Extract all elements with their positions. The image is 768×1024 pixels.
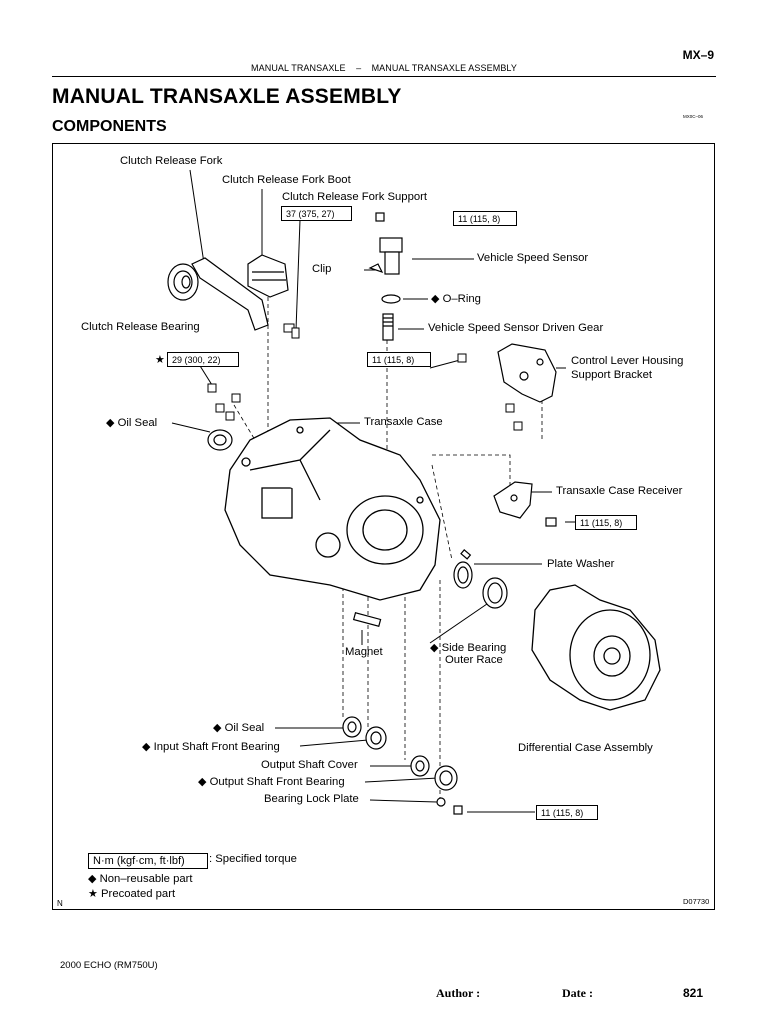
label-o-ring-text: O–Ring [442, 293, 481, 305]
non-reusable-mark: ◆ [106, 417, 115, 429]
non-reusable-mark: ◆ [430, 642, 439, 654]
legend-specified-torque: : Specified torque [209, 853, 297, 865]
leader-release-fork [189, 169, 206, 271]
header-rule [52, 76, 716, 77]
non-reusable-mark: ◆ [88, 873, 97, 885]
header-subsection: MANUAL TRANSAXLE ASSEMBLY [371, 63, 517, 73]
side-bearing-outer-race [482, 577, 508, 609]
clutch-release-fork-support [283, 323, 300, 339]
input-shaft-bearings [342, 716, 387, 750]
label-magnet: Magnet [345, 646, 383, 658]
label-oil-seal-top-text: Oil Seal [117, 417, 158, 429]
label-output-shaft-cover: Output Shaft Cover [261, 759, 358, 771]
plate-washer [453, 549, 473, 589]
torque-control-lever: 11 (115, 8) [367, 352, 431, 367]
legend-precoated-text: Precoated part [101, 888, 176, 900]
frame-corner-mark: N [57, 899, 63, 908]
label-outer-race: Outer Race [445, 654, 503, 666]
bracket-bolts [457, 353, 523, 431]
precoated-mark: ★ [155, 354, 165, 366]
figure-id: D07730 [683, 897, 710, 906]
o-ring [381, 294, 401, 304]
dash-plate-washer [431, 464, 453, 561]
label-transaxle-case-receiver: Transaxle Case Receiver [556, 485, 683, 497]
legend-non-reusable-text: Non–reusable part [99, 873, 193, 885]
label-control-lever-housing: Control Lever Housing [571, 355, 684, 367]
label-clip: Clip [312, 263, 332, 275]
precoated-bolts [207, 383, 241, 421]
torque-lock-plate: 11 (115, 8) [536, 805, 598, 820]
oil-seal-top [207, 429, 233, 451]
header-section: MANUAL TRANSAXLE [251, 63, 346, 73]
leader-fork-support [295, 219, 301, 331]
torque-fork-support: 37 (375, 27) [281, 206, 352, 221]
label-bearing-lock-plate: Bearing Lock Plate [264, 793, 359, 805]
differential-case-assembly [531, 584, 661, 711]
torque-speed-sensor: 11 (115, 8) [453, 211, 517, 226]
page-code: MX–9 [682, 48, 714, 62]
footer-date: Date : [562, 986, 593, 1000]
label-input-bearing-text: Input Shaft Front Bearing [153, 741, 280, 753]
clutch-release-fork [191, 257, 269, 331]
leader-lock-plate [369, 799, 438, 803]
clutch-release-bearing [167, 263, 199, 301]
transaxle-case-receiver [493, 481, 557, 527]
label-transaxle-case: Transaxle Case [364, 416, 443, 428]
label-oil-seal-bottom-text: Oil Seal [224, 722, 265, 734]
label-input-shaft-front-bearing: ◆ Input Shaft Front Bearing [142, 740, 280, 753]
leader-output-bearing [364, 777, 439, 783]
label-clutch-release-fork-boot: Clutch Release Fork Boot [222, 174, 351, 186]
label-plate-washer: Plate Washer [547, 558, 615, 570]
label-oil-seal-top: ◆ Oil Seal [106, 416, 157, 429]
label-side-bearing-text: Side Bearing [441, 642, 507, 654]
control-lever-housing-bracket [497, 343, 557, 403]
label-driven-gear: Vehicle Speed Sensor Driven Gear [428, 322, 604, 334]
non-reusable-mark: ◆ [213, 722, 222, 734]
leader-input-bearing [299, 739, 369, 747]
output-shaft-parts [410, 755, 463, 815]
reference-code: MX0C–06 [683, 114, 704, 119]
figure-frame [52, 143, 715, 910]
label-clutch-release-fork-support: Clutch Release Fork Support [282, 191, 428, 203]
page-number: 821 [683, 986, 704, 1000]
non-reusable-mark: ◆ [142, 741, 151, 753]
magnet [352, 612, 382, 627]
non-reusable-mark: ◆ [431, 293, 440, 305]
vehicle-speed-sensor [368, 212, 403, 275]
precoated-mark: ★ [88, 888, 98, 900]
legend-non-reusable: ◆ Non–reusable part [88, 872, 193, 885]
leader-oil-seal-top [171, 422, 211, 433]
transaxle-case [224, 417, 441, 601]
footer-author: Author : [436, 986, 481, 1000]
vehicle-speed-sensor-driven-gear [382, 313, 394, 341]
footer-model: 2000 ECHO (RM750U) [60, 960, 158, 971]
torque-case-receiver: 11 (115, 8) [575, 515, 637, 530]
label-oil-seal-bottom: ◆ Oil Seal [213, 721, 264, 734]
label-clutch-release-fork: Clutch Release Fork [120, 155, 223, 167]
label-support-bracket: Support Bracket [571, 369, 653, 381]
torque-precoated-bolt: 29 (300, 22) [167, 352, 239, 367]
label-clutch-release-bearing: Clutch Release Bearing [81, 321, 200, 333]
header-dash: – [356, 63, 362, 73]
section-subtitle: COMPONENTS [52, 118, 167, 135]
legend-unit-box: N·m (kgf·cm, ft·lbf) [88, 853, 208, 869]
leader-torque-control [429, 359, 461, 369]
label-output-bearing-text: Output Shaft Front Bearing [209, 776, 345, 788]
label-output-shaft-front-bearing: ◆ Output Shaft Front Bearing [198, 775, 345, 788]
page-title: MANUAL TRANSAXLE ASSEMBLY [52, 85, 402, 108]
running-header: MANUAL TRANSAXLE – MANUAL TRANSAXLE ASSE… [0, 63, 768, 73]
label-differential-case-assembly: Differential Case Assembly [518, 742, 653, 754]
label-side-bearing: ◆ Side Bearing [430, 641, 506, 654]
non-reusable-mark: ◆ [198, 776, 207, 788]
legend-precoated: ★ Precoated part [88, 887, 175, 900]
label-vehicle-speed-sensor: Vehicle Speed Sensor [477, 252, 589, 264]
clutch-release-fork-boot [247, 254, 289, 298]
label-o-ring: ◆ O–Ring [431, 292, 481, 305]
dash-bolts [233, 404, 256, 441]
